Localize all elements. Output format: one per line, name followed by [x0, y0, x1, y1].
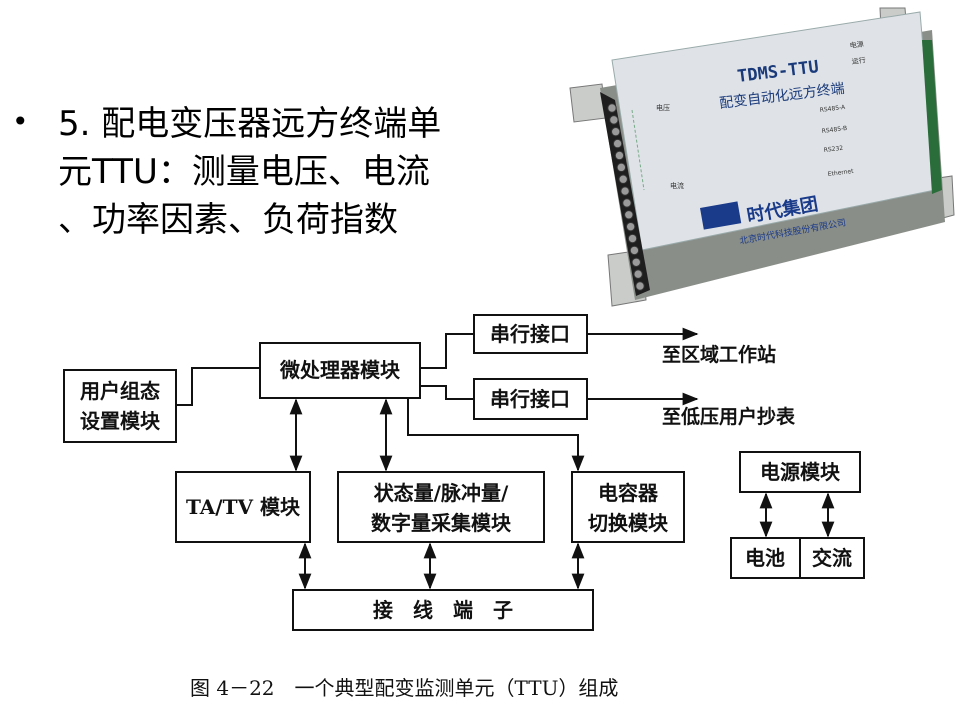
- bullet-line-1: 5. 配电变压器远方终端单: [58, 100, 441, 148]
- terminal-screw: [634, 270, 642, 278]
- connector-user-mcu: [176, 368, 260, 405]
- terminal-screw: [619, 175, 627, 183]
- microprocessor-label: 微处理器模块: [279, 358, 401, 382]
- bullet-line-2: 元TTU：测量电压、电流: [58, 148, 430, 196]
- ta-tv-module-label: TA/TV 模块: [186, 495, 301, 519]
- user-config-label-line2: 设置模块: [80, 409, 161, 433]
- terminal-screw: [613, 139, 621, 147]
- ttu-block-diagram: 串行接口 微处理器模块 串行接口 用户组态 设置模块 TA/TV 模块 状态量/…: [0, 300, 960, 720]
- status-acquisition-label-line2: 数字量采集模块: [371, 511, 512, 535]
- to-area-station-label: 至区域工作站: [662, 343, 776, 366]
- terminal-screw: [630, 246, 638, 254]
- side-label-current: 电流: [670, 181, 684, 190]
- terminal-screw: [636, 282, 644, 290]
- to-meter-reading-label: 至低压用户抄表: [662, 405, 796, 428]
- serial-interface-label-1: 串行接口: [490, 322, 570, 346]
- led-label-power: 电源: [849, 39, 864, 50]
- terminal-screw: [626, 222, 634, 230]
- terminal-screw: [612, 128, 620, 136]
- connector-mcu-serial1: [420, 334, 474, 368]
- side-label-voltage: 电压: [656, 103, 670, 112]
- terminal-screw: [628, 234, 636, 242]
- connector-mcu-serial2: [420, 386, 474, 399]
- terminal-screw: [608, 104, 616, 112]
- terminal-screw: [625, 211, 633, 219]
- terminal-screw: [617, 163, 625, 171]
- terminal-screw: [623, 199, 631, 207]
- serial-interface-label-2: 串行接口: [490, 387, 570, 411]
- bullet-glyph: •: [12, 108, 29, 136]
- capacitor-switch-label-line2: 切换模块: [588, 511, 669, 535]
- ac-label: 交流: [812, 546, 852, 570]
- led-label-run: 运行: [851, 55, 866, 66]
- terminal-screw: [621, 187, 629, 195]
- power-module-label: 电源模块: [760, 460, 841, 484]
- terminal-screw: [615, 151, 623, 159]
- ttu-device-photo: TDMS-TTU 配变自动化远方终端 电源 运行 RS485-A RS485-B…: [560, 0, 960, 310]
- battery-label: 电池: [745, 546, 785, 570]
- terminal-screw: [610, 116, 618, 124]
- capacitor-switch-label-line1: 电容器: [598, 481, 659, 505]
- figure-caption: 图 4－22 一个典型配变监测单元（TTU）组成: [190, 676, 618, 700]
- user-config-label-line1: 用户组态: [80, 379, 160, 403]
- bullet-line-3: 、功率因素、负荷指数: [58, 196, 398, 244]
- terminal-block-label: 接 线 端 子: [373, 598, 513, 622]
- status-acquisition-label-line1: 状态量/脉冲量/: [374, 481, 509, 505]
- terminal-screw: [632, 258, 640, 266]
